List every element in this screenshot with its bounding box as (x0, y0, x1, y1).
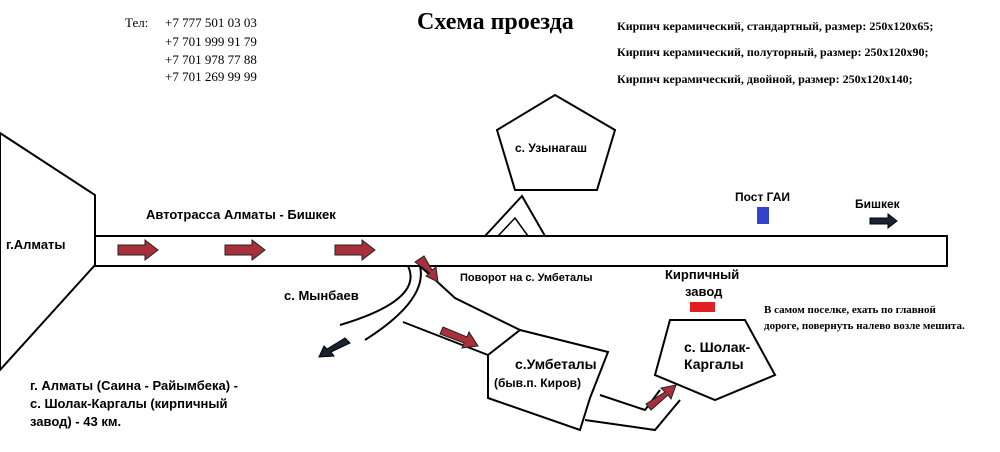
almaty-label: г.Алматы (6, 237, 66, 252)
sholak-kargaly-outline (653, 319, 777, 402)
village-note: В самом поселке, ехать по главной (764, 304, 936, 316)
distance-note: с. Шолак-Каргалы (кирпичный (30, 396, 228, 411)
road-to-umbetaly-bottom (402, 321, 489, 356)
factory-label: завод (685, 284, 723, 299)
post-gai-marker (757, 207, 769, 224)
highway-label: Автотрасса Алматы - Бишкек (146, 207, 336, 222)
umbetaly-label: с.Умбеталы (515, 356, 597, 372)
uzunagash-road-inner (497, 216, 529, 237)
sholak-kargaly-label: Каргалы (684, 356, 744, 372)
bishkek-direction-arrow (869, 212, 898, 230)
post-gai-label: Пост ГАИ (735, 190, 791, 204)
phone-number: +7 701 978 77 88 (165, 52, 257, 67)
phone-number: +7 777 501 03 03 (165, 15, 257, 30)
factory-label: Кирпичный (665, 267, 740, 282)
phone-number: +7 701 999 91 79 (165, 34, 257, 49)
turn-label: Поворот на с. Умбеталы (460, 272, 593, 284)
factory-marker (690, 302, 715, 312)
route-arrow-umbetaly (439, 326, 479, 349)
turn-road-left (339, 265, 412, 326)
umbetaly-outline (487, 328, 610, 432)
product-line: Кирпич керамический, стандартный, размер… (617, 19, 934, 33)
product-line: Кирпич керамический, двойной, размер: 25… (617, 72, 913, 86)
map-title: Схема проезда (417, 9, 574, 35)
distance-note: г. Алматы (Саина - Райымбека) - (30, 378, 239, 393)
uzunagash-label: с. Узынагаш (515, 141, 588, 155)
highway-road (94, 235, 948, 267)
umbetaly-sublabel: (быв.п. Киров) (494, 376, 582, 390)
route-arrow-turn (414, 255, 439, 283)
route-arrow-sholak (645, 384, 677, 411)
route-arrow-2 (224, 238, 266, 262)
village-note: дороге, повернуть налево возле мешита. (764, 320, 965, 332)
sholak-kargaly-label: с. Шолак- (684, 339, 751, 355)
road-to-sholak-b (584, 399, 681, 432)
route-arrows (117, 238, 677, 411)
distance-note: завод) - 43 км. (30, 414, 122, 429)
product-line: Кирпич керамический, полуторный, размер:… (617, 45, 929, 59)
route-arrow-3 (334, 238, 376, 262)
mynbaev-label: с. Мынбаев (284, 288, 359, 303)
bishkek-label: Бишкек (855, 197, 900, 211)
uzunagash-road (484, 194, 546, 237)
phone-number: +7 701 269 99 99 (165, 69, 257, 84)
uzunagash-outline (495, 93, 617, 191)
road-to-sholak-a (599, 389, 661, 412)
phone-label: Тел: (125, 15, 149, 30)
mynbaev-direction-arrow (318, 337, 351, 358)
turn-road-right (364, 265, 422, 341)
route-arrow-1 (117, 238, 159, 262)
